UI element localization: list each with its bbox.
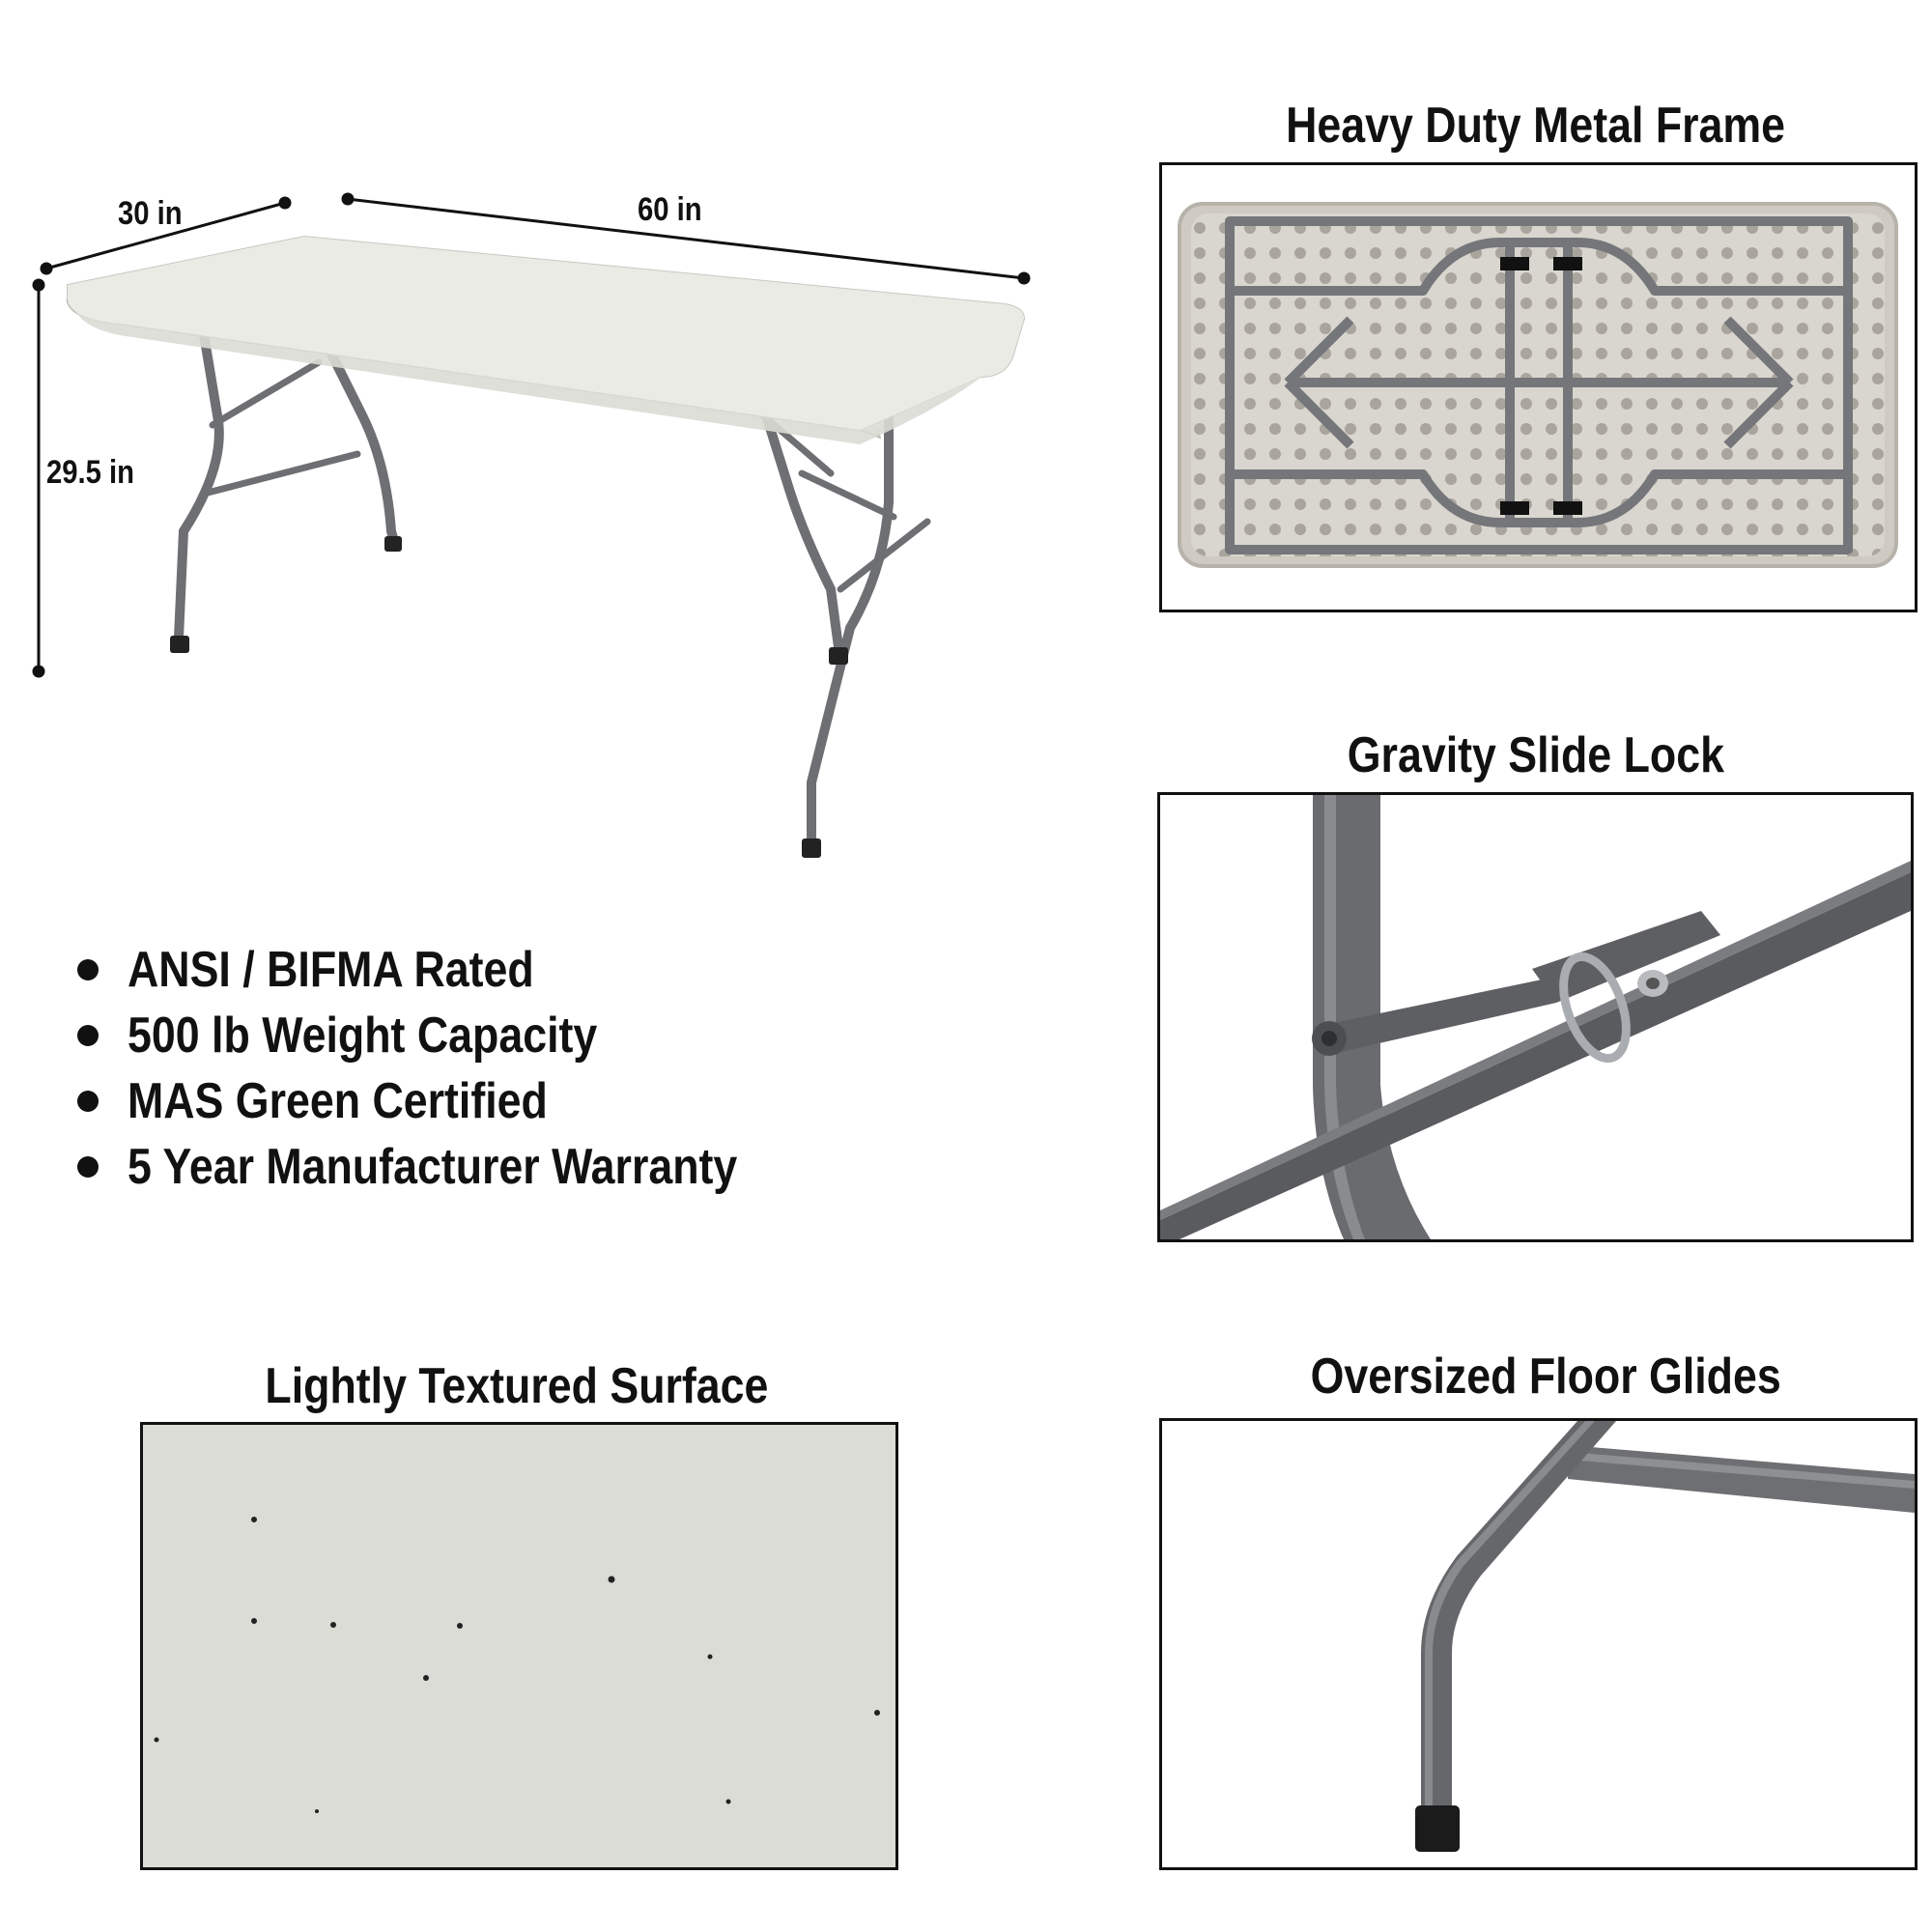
dimension-height-label: 29.5 in — [46, 454, 135, 491]
glides-panel-title: Oversized Floor Glides — [1310, 1349, 1781, 1405]
dimension-depth-label: 30 in — [118, 195, 183, 232]
dimension-width-label: 60 in — [638, 191, 702, 228]
bullet-icon — [77, 1156, 99, 1178]
list-item: MAS Green Certified — [77, 1068, 837, 1134]
frame-panel — [1159, 162, 1918, 612]
bullet-icon — [77, 1091, 99, 1112]
feature-list: ANSI / BIFMA Rated 500 lb Weight Capacit… — [77, 937, 837, 1200]
lock-panel-title: Gravity Slide Lock — [1347, 727, 1725, 783]
glides-panel — [1159, 1418, 1918, 1870]
list-item: 5 Year Manufacturer Warranty — [77, 1134, 837, 1200]
frame-panel-title: Heavy Duty Metal Frame — [1286, 98, 1786, 154]
bullet-icon — [77, 1025, 99, 1046]
lock-panel — [1157, 792, 1914, 1242]
surface-panel — [140, 1422, 898, 1870]
table-illustration — [29, 184, 1053, 879]
bullet-icon — [77, 959, 99, 980]
list-item: ANSI / BIFMA Rated — [77, 937, 837, 1003]
list-item: 500 lb Weight Capacity — [77, 1003, 837, 1068]
surface-panel-title: Lightly Textured Surface — [265, 1358, 769, 1414]
